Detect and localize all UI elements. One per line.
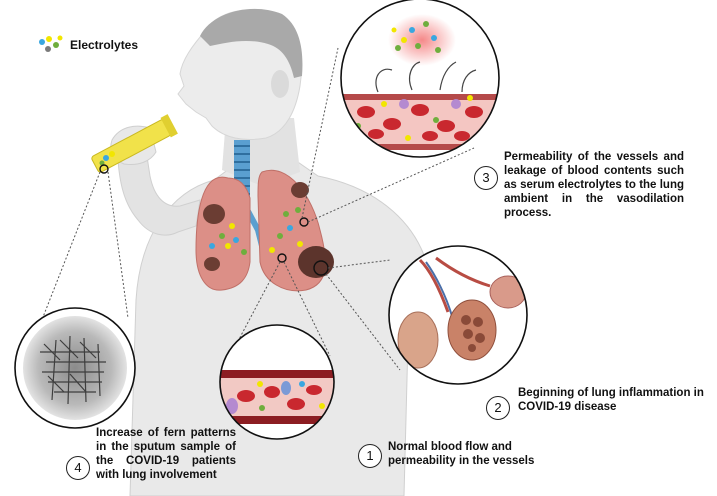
hair bbox=[200, 8, 303, 78]
zoom-circle-alveoli bbox=[388, 245, 528, 385]
step-1-number-badge: 1 bbox=[358, 444, 382, 468]
legend-dot-yellow-2 bbox=[57, 35, 63, 41]
arm bbox=[117, 149, 201, 236]
sputum-tube bbox=[91, 114, 178, 173]
step-2-caption: Beginning of lung inflammation in COVID-… bbox=[518, 387, 704, 413]
step-2-number-badge: 2 bbox=[486, 396, 510, 420]
ear bbox=[271, 70, 289, 98]
legend-dot-gray bbox=[45, 46, 51, 52]
step-4-caption: Increase of fern patterns in the sputum … bbox=[96, 427, 236, 481]
lung-electrolyte-dots bbox=[209, 207, 303, 255]
zoom-circle-fern-pattern bbox=[14, 307, 136, 429]
electrolyte-dots-icon bbox=[39, 35, 63, 52]
legend-label: Electrolytes bbox=[70, 38, 139, 52]
legend-dot-blue bbox=[39, 39, 45, 45]
lungs bbox=[195, 169, 334, 292]
legend-dot-green bbox=[53, 42, 59, 48]
zoom-circle-normal-vessel bbox=[219, 324, 335, 440]
zoom-circle-leaky-vessel bbox=[340, 0, 500, 158]
step-4-number-badge: 4 bbox=[66, 456, 90, 480]
step-1-caption: Normal blood flow and permeability in th… bbox=[388, 441, 535, 467]
legend-dot-yellow bbox=[46, 36, 52, 42]
tube-electrolyte-dots bbox=[99, 151, 115, 166]
electrolytes-legend: Electrolytes bbox=[36, 32, 138, 58]
marker-circles bbox=[99, 164, 329, 276]
step-3-number-badge: 3 bbox=[474, 166, 498, 190]
step-3-caption: Permeability of the vessels and leakage … bbox=[504, 151, 684, 219]
